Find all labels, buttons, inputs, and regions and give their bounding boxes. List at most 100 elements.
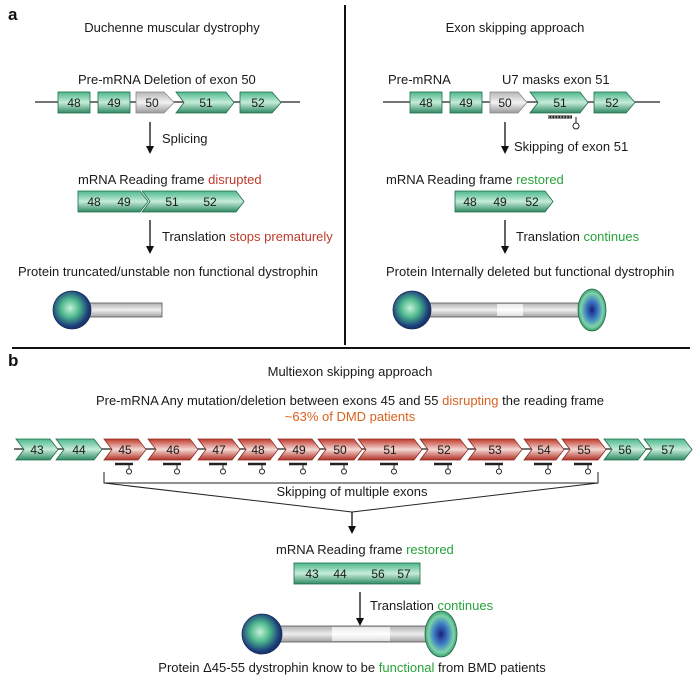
antisense-oligo-icon [380,462,398,475]
multiexon-rod-deletion [332,627,390,641]
actin-binding-domain [52,290,92,330]
es-c-terminal-domain [577,288,607,332]
exon-47-label: 47 [212,443,226,457]
exon-46 [147,438,199,461]
es-actin-binding-domain [392,290,432,330]
multiexon-mrna-exon-57: 57 [397,567,411,581]
es-u7-note: U7 masks exon 51 [502,72,610,87]
multiexon-protein-text: Protein Δ45-55 dystrophin know to be fun… [158,660,546,675]
antisense-oligo-icon [289,462,307,475]
exon-47 [197,438,241,461]
exon-44 [55,438,103,461]
antisense-oligo-icon [534,462,552,475]
antisense-oligo-icon [248,462,266,475]
exon-48-label: 48 [251,443,265,457]
exon-50-label: 50 [145,96,159,110]
exon-49 [277,438,321,461]
es-protein-internally-deleted [392,288,607,332]
exon-50-deleted [135,91,175,114]
exon-51-label: 51 [383,443,397,457]
es-exon-48-label: 48 [419,96,433,110]
exon-57 [643,438,693,461]
es-skip-label: Skipping of exon 51 [514,139,628,154]
mrna-exon-48: 48 [87,195,101,209]
es-exon-52 [593,91,636,114]
es-mrna-text: mRNA Reading frame restored [386,172,564,187]
mrna-block-51-52 [141,190,245,213]
exon-52-label: 52 [437,443,451,457]
exon-54-label: 54 [537,443,551,457]
exon-49-label: 49 [292,443,306,457]
multiexon-mrna-exon-44: 44 [333,567,347,581]
multiexon-actin-binding-domain [241,613,283,655]
exon-48 [57,91,91,114]
es-exon-52-label: 52 [605,96,619,110]
es-exon-50-deleted [489,91,528,114]
dmd-splicing-label: Splicing [162,131,208,146]
dmd-premrna-exons: 48 49 50 51 52 [57,91,282,114]
es-mrna-exon-48: 48 [463,195,477,209]
exon-50-label: 50 [333,443,347,457]
exon-43-label: 43 [30,443,44,457]
multiexon-protein [241,610,458,658]
es-translation-text: Translation continues [516,229,640,244]
antisense-oligo-icon [485,462,503,475]
dmd-premrna-label: Pre-mRNA Deletion of exon 50 [78,72,256,87]
exon-51-label: 51 [199,96,213,110]
mrna-block-48-49 [77,190,149,213]
es-rod-deletion [497,304,523,316]
es-mrna-strip: 48 49 52 [454,190,554,213]
es-premrna-label: Pre-mRNA [388,72,451,87]
exon-52 [419,438,469,461]
exon-55 [561,438,607,461]
dmd-mrna-text: mRNA Reading frame disrupted [78,172,262,187]
es-premrna-exons: 48 49 50 51 52 [409,91,636,114]
exon-48 [237,438,279,461]
exon-46-label: 46 [166,443,180,457]
es-mrna-block [454,190,554,213]
exon-49 [97,91,131,114]
es-exon-48 [409,91,443,114]
exon-43 [15,438,59,461]
dmd-patients-percent: ~63% of DMD patients [285,409,416,424]
antisense-oligo-icon [330,462,348,475]
es-mrna-exon-49: 49 [493,195,507,209]
exon-49-label: 49 [107,96,121,110]
es-exon-49-label: 49 [459,96,473,110]
exon-45 [103,438,147,461]
antisense-oligo-icon [163,462,181,475]
es-mrna-exon-52: 52 [525,195,539,209]
multiexon-mrna-strip: 43 44 56 57 [293,562,421,585]
exon-53-label: 53 [488,443,502,457]
es-exon-49 [449,91,483,114]
exon-44-label: 44 [72,443,86,457]
antisense-oligo-icon [574,462,592,475]
es-exon-50-label: 50 [498,96,512,110]
exon-48-label: 48 [67,96,81,110]
mrna-exon-52: 52 [203,195,217,209]
dmd-protein-truncated [52,290,163,330]
multiexon-mrna-exon-56: 56 [371,567,385,581]
multiexon-title: Multiexon skipping approach [268,364,433,379]
mrna-exon-51: 51 [165,195,179,209]
panel-a-label: a [8,5,18,24]
skip-label: Skipping of multiple exons [276,484,428,499]
exon-52 [239,91,282,114]
multiexon-premrna-text: Pre-mRNA Any mutation/deletion between e… [96,393,604,408]
es-exon-51-label: 51 [553,96,567,110]
exon-skipping-title: Exon skipping approach [446,20,585,35]
exon-56-label: 56 [618,443,632,457]
panel-b-label: b [8,351,18,370]
multiexon-mrna-text: mRNA Reading frame restored [276,542,454,557]
multiexon-c-terminal-domain [424,610,458,658]
exon-57-label: 57 [661,443,675,457]
multiexon-mrna-block [293,562,421,585]
u7-antisense-icon [548,115,580,130]
exon-51 [357,438,423,461]
exon-51 [175,91,235,114]
mrna-exon-49: 49 [117,195,131,209]
exon-53 [467,438,523,461]
exon-55-label: 55 [577,443,591,457]
